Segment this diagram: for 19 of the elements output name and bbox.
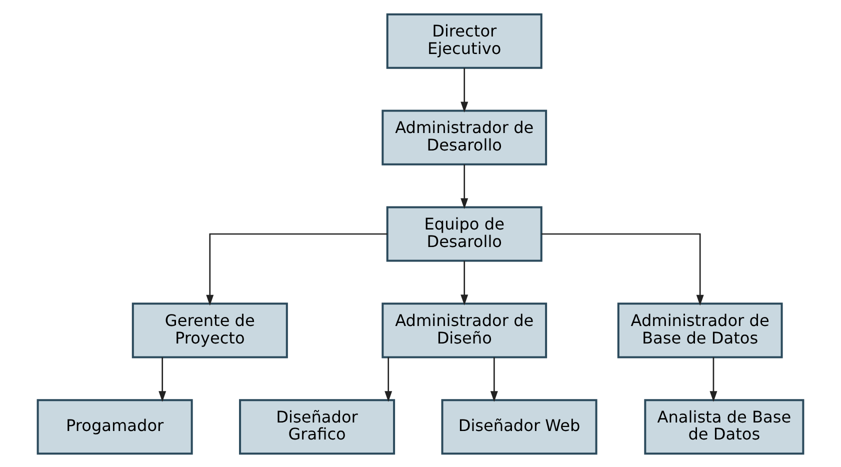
arrow <box>158 356 166 402</box>
arrow <box>490 356 498 402</box>
node-box: Analista de Base de Datos <box>644 398 804 454</box>
node-box: Progamador <box>36 398 193 454</box>
arrow <box>460 68 468 112</box>
arrow <box>542 232 704 306</box>
node-box: Diseñador Grafico <box>239 398 396 454</box>
node-box: Equipo de Desarollo <box>386 206 542 262</box>
node-box: Administrador de Base de Datos <box>617 302 783 358</box>
node-box: Administrador de Desarollo <box>382 109 548 165</box>
arrow <box>460 260 468 305</box>
arrow <box>710 356 718 402</box>
arrow <box>384 356 392 402</box>
node-box: Diseñador Web <box>441 398 598 454</box>
node-box: Director Ejecutivo <box>386 12 542 68</box>
node-box: Administrador de Diseño <box>382 302 548 358</box>
node-box: Gerente de Proyecto <box>132 302 288 358</box>
arrow <box>460 164 468 208</box>
arrow <box>206 232 388 306</box>
